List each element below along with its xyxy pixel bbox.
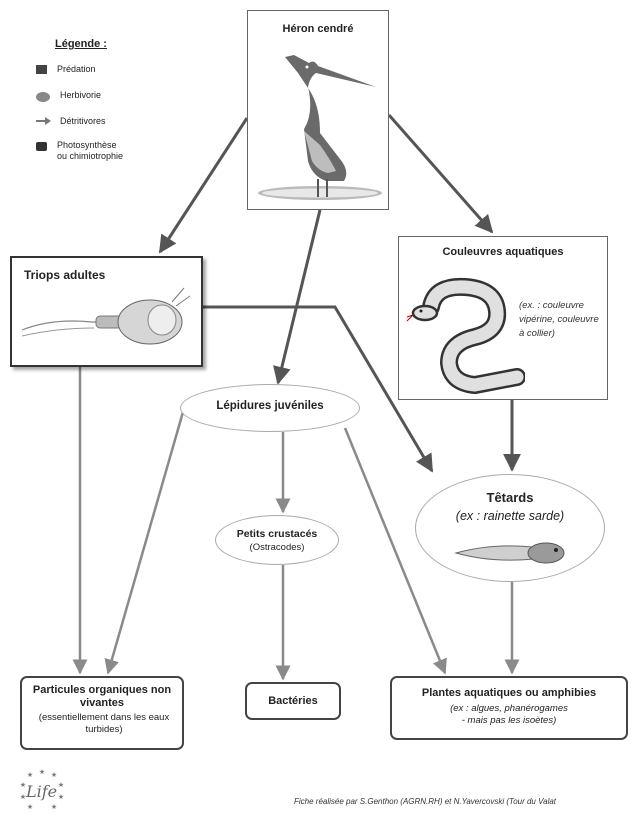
legend-label: Prédation: [57, 64, 96, 74]
link-lepidures-plantes: [343, 427, 447, 675]
credit-text: Fiche réalisée par S.Genthon (AGRN.RH) e…: [294, 797, 557, 806]
triops-illustration: [21, 287, 191, 345]
tetards-title: Têtards: [486, 490, 534, 505]
legend-label: Herbivorie: [60, 90, 102, 100]
plantes-title: Plantes aquatiques ou amphibies: [421, 687, 597, 699]
plantes-node: Plantes aquatiques ou amphibies (ex : al…: [390, 676, 628, 740]
svg-text:★: ★: [39, 768, 45, 776]
legend-item-photosynthese: Photosynthèse ou chimiotrophie: [36, 140, 123, 162]
petits-crustaces-node: Petits crustacés (Ostracodes): [215, 515, 339, 565]
svg-text:★: ★: [58, 781, 64, 789]
legend-title: Légende :: [55, 38, 107, 50]
logo-text: Life: [26, 782, 58, 801]
legend-item-predation: Prédation: [36, 64, 96, 75]
lepidures-node: Lépidures juvéniles: [180, 384, 360, 432]
heron-illustration: [258, 55, 382, 200]
bacteries-node: Bactéries: [245, 682, 341, 720]
link-heron-triops: [158, 117, 249, 254]
bacteries-title: Bactéries: [268, 695, 318, 707]
snakes-title: Couleuvres aquatiques: [442, 246, 564, 258]
life-logo-icon: ★ ★ ★ ★ ★ ★ ★ ★ ★: [20, 768, 64, 811]
link-heron-lepidures: [273, 209, 322, 385]
legend-label: Photosynthèse ou chimiotrophie: [57, 140, 124, 161]
triops-title: Triops adultes: [24, 268, 106, 282]
particules-subtitle: (essentiellement dans les eaux turbides): [38, 712, 170, 735]
plantes-subtitle: (ex : algues, phanérogames - mais pas le…: [450, 703, 568, 726]
legend-item-detritivores: Détritivores: [36, 116, 106, 127]
heron-node: Héron cendré: [247, 10, 389, 210]
tetards-subtitle: (ex : rainette sarde): [455, 509, 565, 523]
svg-text:★: ★: [20, 781, 26, 789]
arrow-right-icon: [36, 116, 51, 126]
heron-title: Héron cendré: [282, 23, 354, 35]
lepidures-title: Lépidures juvéniles: [216, 400, 324, 412]
tadpole-illustration: [454, 542, 565, 564]
snake-illustration: [406, 277, 525, 395]
particules-node: Particules organiques non vivantes (esse…: [20, 676, 184, 750]
legend-item-herbivorie: Herbivorie: [36, 90, 101, 102]
particules-title: Particules organiques non vivantes: [32, 684, 172, 709]
link-heron-snakes: [387, 114, 494, 234]
tetards-node: Têtards (ex : rainette sarde): [415, 474, 605, 582]
petits-crustaces-subtitle: (Ostracodes): [249, 542, 305, 553]
legend-label: Détritivores: [60, 116, 106, 126]
svg-text:★: ★: [27, 771, 33, 779]
link-lepidures-particules: [104, 411, 185, 675]
oval-icon: [36, 92, 50, 102]
snakes-node: Couleuvres aquatiques (ex. : couleuvre v…: [398, 236, 608, 400]
svg-text:★: ★: [51, 803, 57, 811]
petits-crustaces-title: Petits crustacés: [236, 528, 318, 540]
svg-text:★: ★: [27, 803, 33, 811]
link-triops-tetards: [203, 305, 434, 473]
triops-node: Triops adultes: [10, 256, 203, 367]
square-icon: [36, 65, 47, 74]
snakes-example: (ex. : couleuvre vipérine, couleuvre à c…: [519, 300, 599, 339]
svg-text:★: ★: [58, 793, 64, 801]
svg-text:★: ★: [51, 771, 57, 779]
rounded-square-icon: [36, 142, 47, 151]
svg-text:★: ★: [20, 793, 26, 801]
